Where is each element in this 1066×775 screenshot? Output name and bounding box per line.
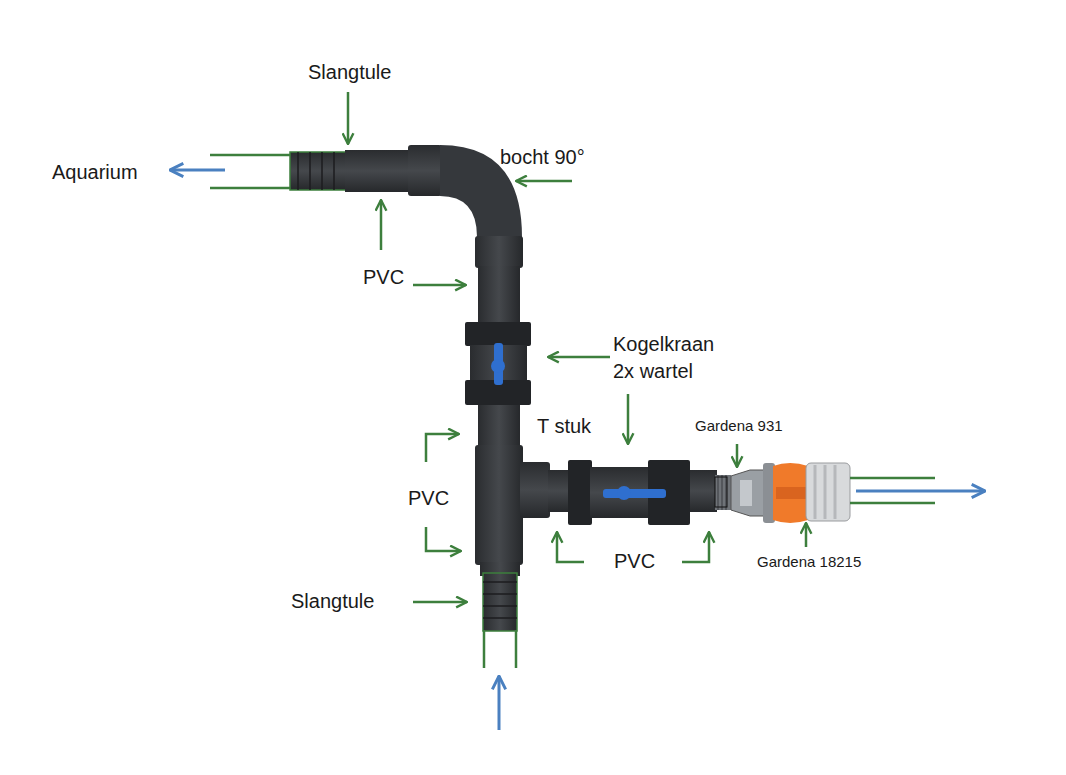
part-label: bocht 90° (500, 145, 585, 169)
part-label: PVC (408, 486, 449, 510)
part-label: PVC (614, 549, 655, 573)
part-label: Gardena 18215 (757, 553, 861, 571)
part-label: Slangtule (291, 589, 374, 613)
part-label: PVC (363, 265, 404, 289)
part-label: T stuk (537, 414, 591, 438)
part-label: Kogelkraan 2x wartel (613, 331, 731, 385)
part-label: Aquarium (52, 160, 138, 184)
part-label: Slangtule (308, 60, 391, 84)
part-label: Gardena 931 (695, 417, 783, 435)
